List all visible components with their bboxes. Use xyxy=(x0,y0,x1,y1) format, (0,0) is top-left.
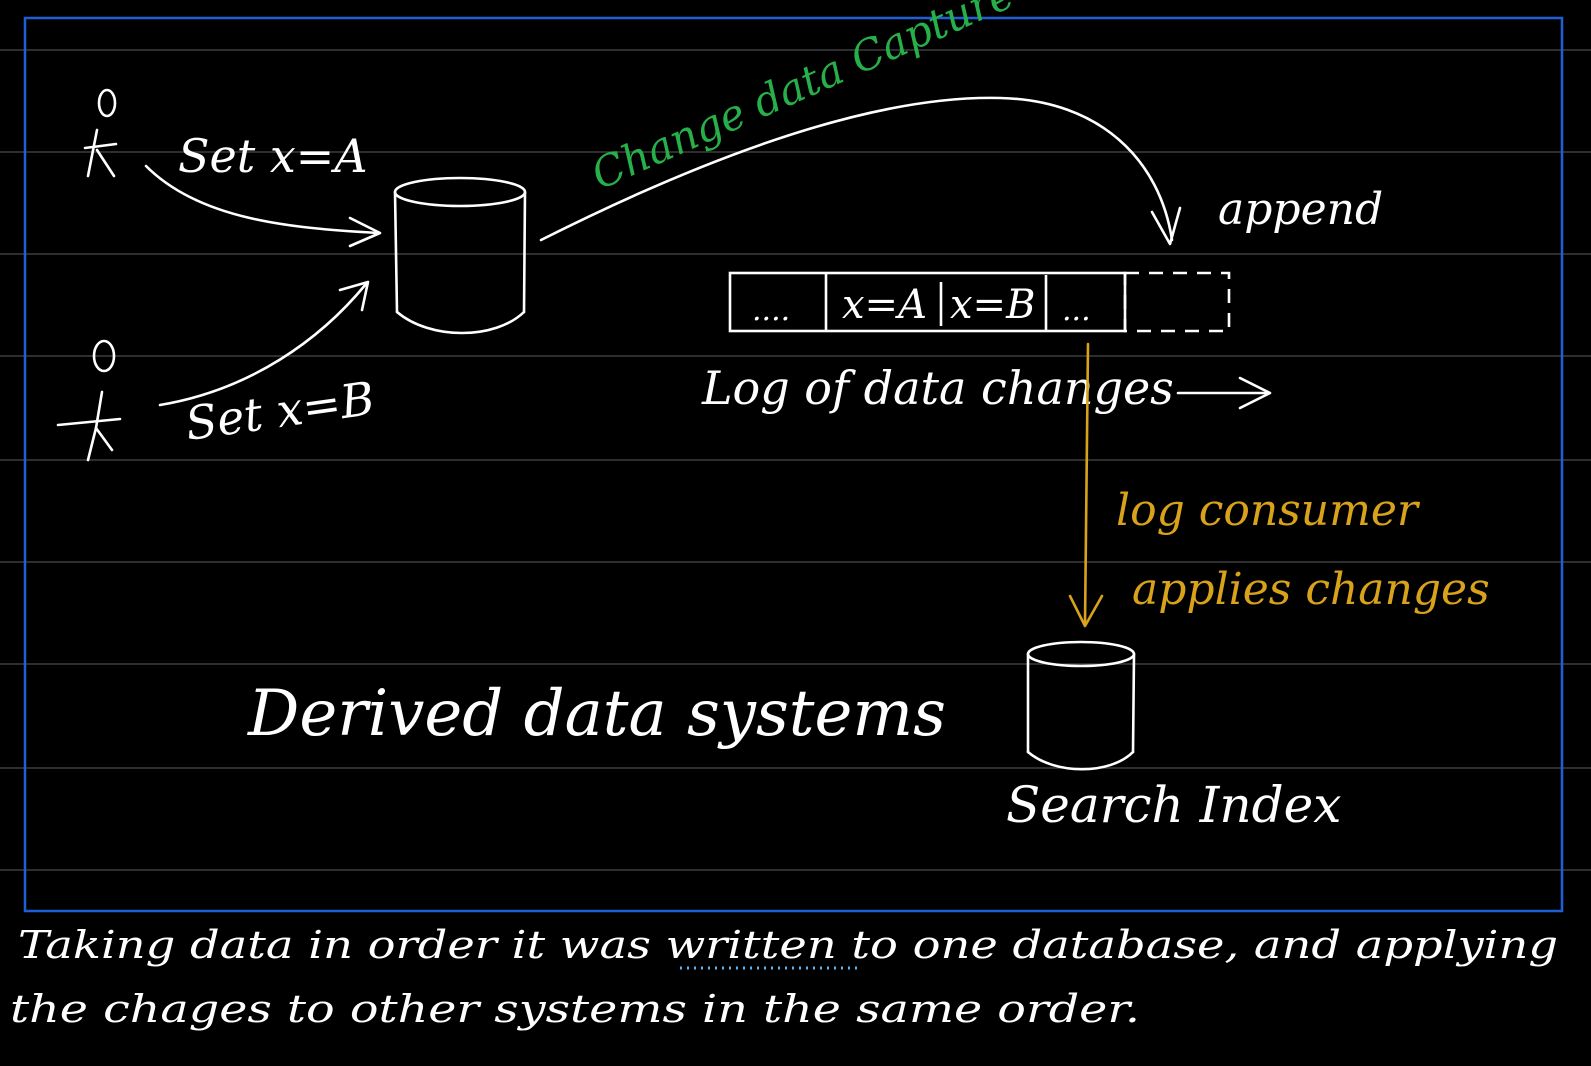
log-next-slot xyxy=(1123,271,1231,333)
cdc-arrow xyxy=(539,96,1182,246)
user-icon-top xyxy=(83,88,118,178)
diagram-title: Derived data systems xyxy=(247,677,946,751)
log-cell: x=B xyxy=(950,282,1035,328)
write-label-bottom: Set x=B xyxy=(182,371,378,451)
ruled-lines xyxy=(0,49,1591,871)
consumer-label-line2: applies changes xyxy=(1132,564,1490,615)
search-index-icon xyxy=(1026,640,1136,771)
write-label-top: Set x=A xyxy=(178,129,368,183)
log-caption: Log of data changes xyxy=(701,361,1174,415)
log-cell: .... xyxy=(752,293,790,328)
note-line-2: the chages to other systems in the same … xyxy=(10,987,1140,1031)
consumer-arrow xyxy=(1068,342,1104,628)
log-cell: x=A xyxy=(842,282,927,328)
search-index-label: Search Index xyxy=(1006,776,1341,834)
append-label: append xyxy=(1218,184,1383,235)
database-icon xyxy=(393,176,527,335)
write-arrow-bottom xyxy=(158,280,370,407)
log-strip: .... x=A x=B ... xyxy=(728,271,1231,333)
diagram-frame xyxy=(23,16,1564,913)
log-direction-arrow xyxy=(1176,376,1272,410)
note-line-1: Taking data in order it was written to o… xyxy=(18,923,1558,967)
consumer-label-line1: log consumer xyxy=(1116,485,1421,536)
log-cell: ... xyxy=(1062,293,1091,328)
write-arrow-top xyxy=(144,164,382,248)
user-icon-bottom xyxy=(56,339,122,462)
